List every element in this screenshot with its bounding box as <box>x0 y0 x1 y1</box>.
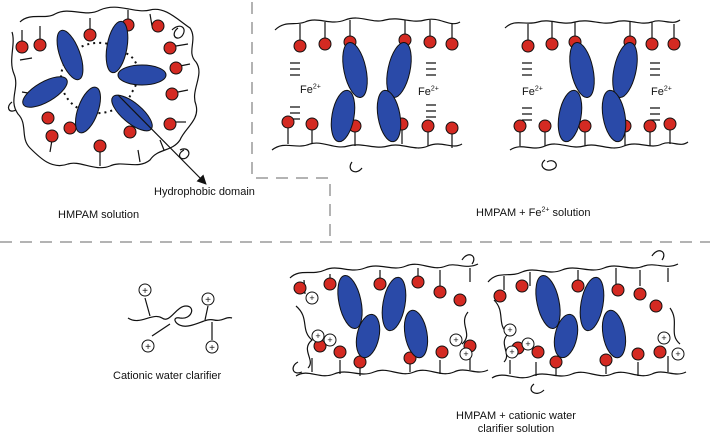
fe-ion-charge: 2+ <box>534 85 543 93</box>
mixed-solution-line2: clarifier solution <box>477 423 555 435</box>
fe-network-a-beads <box>281 33 459 135</box>
panel-dividers <box>0 2 710 243</box>
fe-network-b-domains <box>557 42 638 143</box>
plus-sign: + <box>327 335 332 345</box>
mixed-network-a-plus: + + + + + <box>309 293 468 359</box>
polymer-loop <box>178 148 190 160</box>
polymer-backbone <box>271 142 463 151</box>
hmpam-micelle-domains <box>22 20 167 134</box>
polymer-backbone <box>487 263 679 283</box>
hydrophobic-ellipse <box>22 76 68 108</box>
hydrophobic-ellipse <box>117 64 167 86</box>
hydrophobic-ellipse <box>337 274 363 330</box>
plus-sign: + <box>309 293 314 303</box>
fe-ion-text: Fe <box>418 86 431 98</box>
fe-ion-label: Fe2+ <box>300 83 321 97</box>
fe-ion-charge: 2+ <box>312 83 321 91</box>
fe-solution-prefix: HMPAM + Fe <box>476 207 542 219</box>
polymer-backbone <box>509 141 689 151</box>
fe-network-a-bridges <box>290 62 436 120</box>
cationic-clarifier-charges <box>138 283 219 354</box>
polymer-loop <box>171 25 185 39</box>
mixed-solution-label: HMPAM + cationic water clarifier solutio… <box>438 410 594 436</box>
mixed-network-a-charges <box>305 291 473 361</box>
fe-network-b <box>504 19 689 171</box>
hydrophobic-ellipse <box>601 309 627 359</box>
cationic-clarifier-plus: + + + + <box>142 286 215 354</box>
hmpam-micelle <box>7 6 200 169</box>
top-vertical-divider <box>251 2 331 242</box>
fe-ion-text: Fe <box>300 84 313 96</box>
hydrophobic-ellipse <box>105 20 129 74</box>
polymer-backbone <box>274 17 461 31</box>
hydrophobic-ellipse <box>56 29 84 81</box>
hydrophobic-ellipse <box>75 86 101 134</box>
plus-sign: + <box>453 335 458 345</box>
plus-sign: + <box>509 347 514 357</box>
fe-network-b-beads <box>513 35 681 133</box>
polymer-backbone <box>289 263 479 279</box>
hydrophobic-ellipse <box>342 42 368 98</box>
hydrophobic-domain-label: Hydrophobic domain <box>154 186 255 198</box>
hydrophobic-ellipse <box>403 309 429 359</box>
fe-ion-label: Fe2+ <box>651 85 672 99</box>
plus-sign: + <box>315 331 320 341</box>
fe-network-a-domains <box>330 42 412 143</box>
mixed-network-a-domains <box>337 274 429 359</box>
plus-sign: + <box>675 349 680 359</box>
fe-ion-charge: 2+ <box>430 85 439 93</box>
fe-network-b-bridges <box>522 62 660 121</box>
polymer-backbone <box>11 6 200 169</box>
fe-network-a <box>271 17 463 173</box>
fe-solution-suffix: solution <box>549 207 591 219</box>
polymer-backbone <box>127 305 233 327</box>
fe-solution-label: HMPAM + Fe2+ solution <box>476 206 591 220</box>
fe-ion-text: Fe <box>522 86 535 98</box>
plus-sign: + <box>209 343 215 354</box>
hydrophobic-ellipse <box>381 276 407 332</box>
polymer-backbone <box>504 19 681 29</box>
plus-sign: + <box>463 349 468 359</box>
hydrophobic-ellipse <box>376 89 402 143</box>
hydrophobic-ellipse <box>601 89 627 143</box>
fe-solution-charge: 2+ <box>541 206 550 214</box>
cationic-clarifier-molecule <box>127 297 233 340</box>
polymer-backbone <box>491 371 687 379</box>
hydrophobic-ellipse <box>557 89 583 143</box>
plus-sign: + <box>661 333 666 343</box>
hydrophobic-ellipse <box>569 42 595 98</box>
hmpam-solution-label: HMPAM solution <box>58 209 140 221</box>
hydrophobic-ellipse <box>535 274 561 330</box>
mixed-network-b-plus: + + + + + <box>507 325 680 359</box>
plus-sign: + <box>205 295 211 306</box>
hydrophobic-domain-boundary <box>59 41 139 115</box>
fe-ion-text: Fe <box>651 86 664 98</box>
cationic-clarifier-label: Cationic water clarifier <box>113 370 222 382</box>
plus-sign: + <box>142 286 148 297</box>
fe-ion-label: Fe2+ <box>418 85 439 99</box>
hydrophobic-ellipse <box>579 276 605 332</box>
hydrophobic-ellipse <box>330 89 356 143</box>
mixed-network-a-beads <box>293 275 477 369</box>
plus-sign: + <box>145 342 151 353</box>
mixed-network-b-charges <box>503 323 685 361</box>
mixed-network-b-beads <box>493 279 667 369</box>
mixed-network-b-domains <box>535 274 627 359</box>
polymer-loop <box>7 101 17 112</box>
mixed-solution-line1: HMPAM + cationic water <box>456 410 576 422</box>
polymer-backbone <box>295 369 489 377</box>
plus-sign: + <box>507 325 512 335</box>
fe-ion-label: Fe2+ <box>522 85 543 99</box>
hydrophobic-ellipse <box>355 313 381 359</box>
hydrophobic-domain-arrow <box>117 94 207 185</box>
fe-ion-charge: 2+ <box>663 85 672 93</box>
hydrophobic-ellipse <box>553 313 579 359</box>
plus-sign: + <box>525 339 530 349</box>
